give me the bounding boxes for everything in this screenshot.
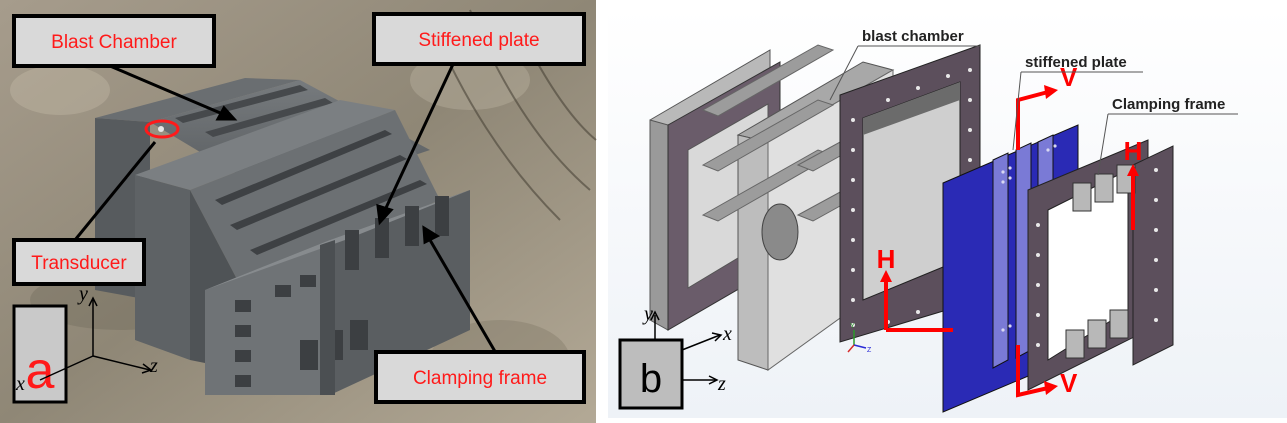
panel-a-axis-z: z [149,355,158,377]
v-label-top: V [1060,62,1078,92]
clamping-frame-photo [205,190,470,395]
h-label-top: H [1124,136,1143,166]
panel-b-cad: H V H V blast chamber stiffened plate Cl… [608,0,1287,423]
panel-a-svg: Blast Chamber Stiffened plate Transducer… [0,0,597,423]
panel-b-svg: H V H V blast chamber stiffened plate Cl… [608,8,1287,418]
callout-stiffened-plate: Stiffened plate [372,12,586,66]
clamping-frame-3d [1027,139,1174,391]
direction-arrowheads [880,85,1139,395]
h-label-bottom: H [877,244,896,274]
transducer-sensor [158,126,164,132]
cad-orientation-triad: Y Z [847,323,872,354]
v-arrow-bottom-shaft [1016,345,1049,398]
callout-arrows [73,59,502,361]
v-label-bottom: V [1060,368,1078,398]
blast-chamber-label: Blast Chamber [51,32,177,53]
stiffened-plate-label: Stiffened plate [418,30,539,51]
h-arrow-bottom-head [880,270,892,282]
stiffener-rib-1 [992,152,1009,369]
clamping-frame-arrowhead [422,225,441,245]
panel-a-photo: Blast Chamber Stiffened plate Transducer… [0,0,600,423]
transducer-arrow [73,141,157,241]
panel-b-axes [650,310,723,385]
blast-chamber-arrow [109,64,226,117]
stiffened-plate-cad-label: stiffened plate [1025,54,1127,71]
v-arrow-bottom-head [1044,381,1058,395]
panel-a-axis-y: y [77,283,88,305]
callout-clamping-frame: Clamping frame [374,350,586,404]
panel-a-axes [39,296,153,381]
clamping-frame-arrow [428,239,502,361]
panel-a-axis-x: x [15,373,25,395]
panel-b-axis-z: z [717,373,726,395]
transducer-highlight-circle [144,119,180,139]
panel-a-letter-box [12,304,68,404]
stiffened-plate-arrow [383,59,457,211]
callout-transducer: Transducer [12,238,146,286]
panel-b-axis-y: y [642,303,653,325]
panel-b-letter-box [618,338,684,410]
clamping-frame-label: Clamping frame [413,368,547,389]
clamping-frame-cad-label: Clamping frame [1112,96,1225,113]
panel-b-letter: b [640,357,662,401]
stiffened-plate-arrowhead [376,203,394,226]
panel-b-axis-x: x [722,323,732,345]
triad-z-label: Z [867,347,872,354]
blast-chamber-photo [95,78,440,370]
h-arrow-top-head [1127,164,1139,176]
v-arrow-top-head [1044,85,1058,99]
transducer-label: Transducer [31,253,127,274]
blast-chamber-arrowhead [215,105,238,121]
leader-lines [829,45,1238,176]
panel-a-letter: a [26,342,55,400]
callout-blast-chamber: Blast Chamber [12,14,216,68]
blast-chamber-cad-label: blast chamber [862,28,964,45]
triad-y-label: Y [850,323,855,330]
